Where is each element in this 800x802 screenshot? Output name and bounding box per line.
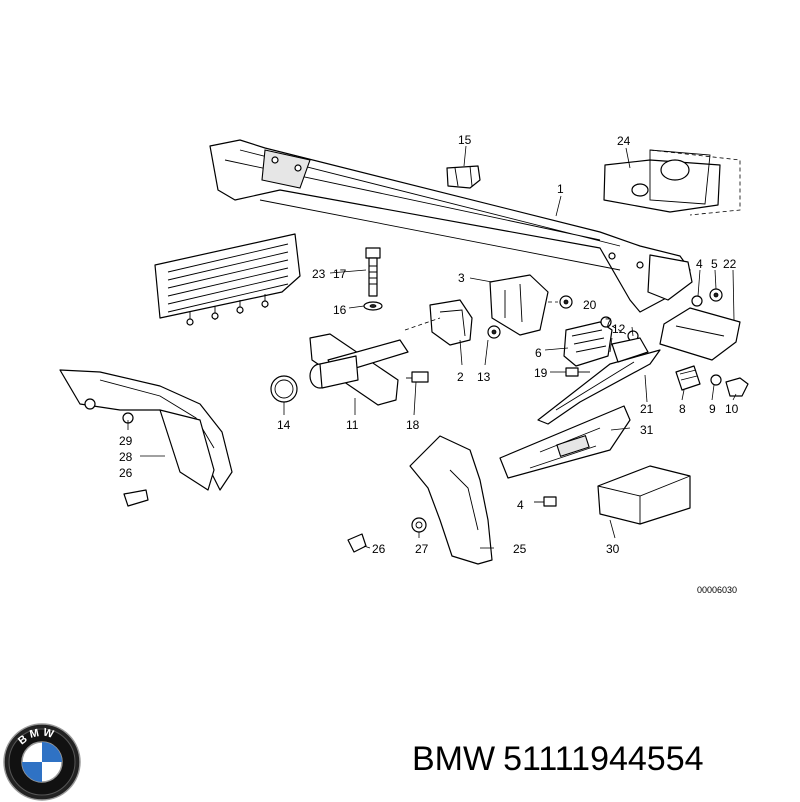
callout-28: 28 <box>119 450 133 464</box>
callout-16: 16 <box>333 303 347 317</box>
callout-22: 22 <box>723 257 737 271</box>
plug-part <box>411 517 427 533</box>
fastener-parts <box>691 288 723 307</box>
impact-absorber-part <box>309 317 441 406</box>
callout-26: 26 <box>119 466 133 480</box>
callout-11: 11 <box>346 418 359 432</box>
callout-30: 30 <box>606 542 620 556</box>
bracket-plate-part <box>603 149 741 216</box>
callout-25: 25 <box>513 542 527 556</box>
end-cover-part <box>659 307 741 361</box>
clip-part <box>446 165 481 189</box>
callout-31: 31 <box>640 423 654 437</box>
callout-4-lower: 4 <box>517 498 524 512</box>
wheel-arch-part <box>59 369 233 491</box>
drawing-code: 00006030 <box>697 585 737 595</box>
callout-26-lower: 26 <box>372 542 386 556</box>
callout-4: 4 <box>696 257 703 271</box>
callout-15: 15 <box>458 133 472 147</box>
callout-1: 1 <box>557 182 564 196</box>
callout-29: 29 <box>119 434 133 448</box>
callout-19: 19 <box>534 366 548 380</box>
callout-6: 6 <box>535 346 542 360</box>
part-number: 51111944554 <box>503 740 704 778</box>
screw-part-small <box>565 367 590 377</box>
cap-part <box>270 375 298 403</box>
footer: BMW <box>0 700 800 801</box>
callout-20: 20 <box>583 298 597 312</box>
bumper-beam-part <box>209 139 693 313</box>
callout-17: 17 <box>333 267 347 281</box>
screw-part-lower <box>534 496 557 507</box>
grille-part <box>154 233 301 326</box>
trim-strip-part <box>537 337 661 425</box>
callout-24: 24 <box>617 134 631 148</box>
callout-23: 23 <box>312 267 326 281</box>
callout-13: 13 <box>477 370 491 384</box>
nut-part <box>548 295 573 309</box>
clip-part-lower <box>123 489 367 553</box>
brand-name: BMW <box>412 740 496 778</box>
screw-part <box>406 371 429 383</box>
mud-flap-part <box>409 435 493 565</box>
callout-21: 21 <box>640 402 654 416</box>
bmw-logo: BMW <box>3 723 81 801</box>
callout-7: 7 <box>605 316 612 330</box>
callout-8: 8 <box>679 402 686 416</box>
callout-27: 27 <box>415 542 429 556</box>
box-part <box>597 465 691 525</box>
callout-3: 3 <box>458 271 465 285</box>
bumper-stop-parts <box>675 365 749 397</box>
bolt-part <box>363 247 383 311</box>
callout-5: 5 <box>711 257 718 271</box>
plate-base-part <box>499 405 631 479</box>
callout-9: 9 <box>709 402 716 416</box>
mounting-bracket-part <box>429 274 549 346</box>
callout-12: 12 <box>612 322 626 336</box>
callout-10: 10 <box>725 402 739 416</box>
callout-2: 2 <box>457 370 464 384</box>
callout-14: 14 <box>277 418 291 432</box>
callout-18: 18 <box>406 418 420 432</box>
